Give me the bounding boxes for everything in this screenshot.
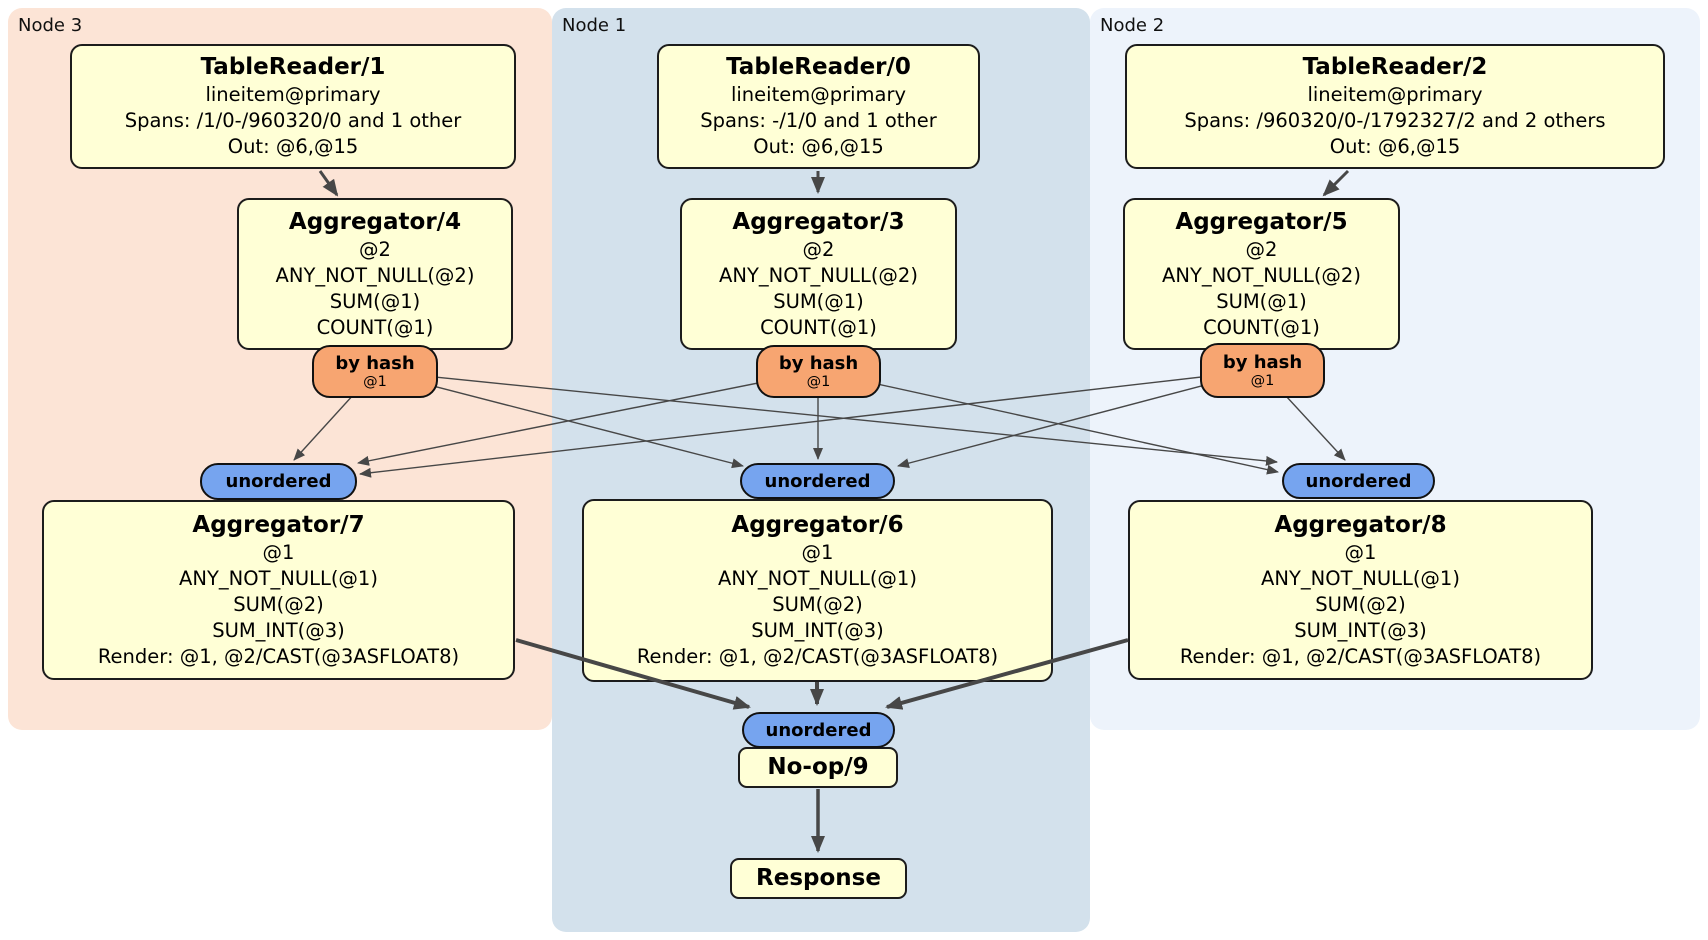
processor-tablereader-0: TableReader/0 lineitem@primary Spans: -/…	[657, 44, 980, 169]
processor-title: TableReader/2	[1302, 54, 1488, 80]
processor-detail: SUM_INT(@3)	[751, 619, 884, 642]
processor-detail: SUM(@1)	[1216, 289, 1307, 313]
processor-title: Response	[756, 865, 881, 891]
processor-detail: Spans: /1/0-/960320/0 and 1 other	[124, 109, 462, 132]
processor-tablereader-1: TableReader/1 lineitem@primary Spans: /1…	[70, 44, 516, 169]
processor-detail: ANY_NOT_NULL(@2)	[275, 263, 475, 287]
processor-title: Aggregator/4	[288, 208, 462, 235]
sync-unordered-label: unordered	[765, 719, 872, 741]
router-by-hash-label: by hash	[778, 352, 859, 374]
sync-unordered-6: unordered	[740, 463, 895, 499]
processor-title: Aggregator/6	[731, 512, 904, 538]
processor-detail: Spans: -/1/0 and 1 other	[700, 109, 937, 132]
processor-aggregator-3: Aggregator/3 @2 ANY_NOT_NULL(@2) SUM(@1)…	[680, 198, 957, 350]
processor-detail: @1	[262, 540, 295, 564]
processor-title: Aggregator/3	[732, 208, 905, 235]
processor-aggregator-7: Aggregator/7 @1 ANY_NOT_NULL(@1) SUM(@2)…	[42, 500, 515, 680]
processor-detail: ANY_NOT_NULL(@1)	[1261, 566, 1460, 590]
processor-detail: COUNT(@1)	[1203, 315, 1320, 339]
router-by-hash-3: by hash @1	[756, 345, 881, 398]
processor-aggregator-4: Aggregator/4 @2 ANY_NOT_NULL(@2) SUM(@1)…	[237, 198, 513, 350]
processor-detail: @1	[1344, 540, 1377, 564]
processor-aggregator-5: Aggregator/5 @2 ANY_NOT_NULL(@2) SUM(@1)…	[1123, 198, 1400, 350]
processor-detail: @2	[359, 237, 391, 261]
processor-detail: SUM(@2)	[1315, 592, 1406, 616]
processor-title: Aggregator/7	[192, 511, 365, 538]
router-by-hash-label: by hash	[1222, 351, 1303, 373]
node-group-label: Node 2	[1100, 15, 1165, 36]
processor-detail: Render: @1, @2/CAST(@3ASFLOAT8)	[97, 644, 460, 668]
router-by-hash-key: @1	[1250, 372, 1275, 389]
processor-detail: SUM(@2)	[233, 592, 324, 616]
processor-detail: ANY_NOT_NULL(@1)	[179, 566, 378, 590]
processor-detail: COUNT(@1)	[316, 315, 434, 339]
processor-title: No-op/9	[767, 754, 869, 780]
processor-detail: ANY_NOT_NULL(@1)	[718, 567, 917, 590]
processor-aggregator-6: Aggregator/6 @1 ANY_NOT_NULL(@1) SUM(@2)…	[582, 499, 1053, 682]
processor-detail: @2	[802, 237, 835, 261]
processor-title: TableReader/0	[726, 54, 911, 80]
processor-detail: Out: @6,@15	[1329, 135, 1461, 158]
processor-detail: lineitem@primary	[1307, 83, 1483, 106]
processor-detail: SUM_INT(@3)	[1294, 618, 1427, 642]
node-group-label: Node 1	[562, 15, 627, 36]
sync-unordered-label: unordered	[225, 471, 332, 492]
processor-title: Aggregator/8	[1274, 511, 1447, 538]
processor-aggregator-8: Aggregator/8 @1 ANY_NOT_NULL(@1) SUM(@2)…	[1128, 500, 1593, 680]
processor-tablereader-2: TableReader/2 lineitem@primary Spans: /9…	[1125, 44, 1665, 169]
processor-title: Aggregator/5	[1175, 208, 1348, 235]
sync-unordered-label: unordered	[1305, 470, 1412, 492]
processor-detail: Out: @6,@15	[753, 135, 884, 158]
processor-detail: Render: @1, @2/CAST(@3ASFLOAT8)	[636, 645, 999, 668]
sync-unordered-9: unordered	[742, 712, 895, 748]
processor-detail: SUM(@2)	[772, 593, 863, 616]
router-by-hash-4: by hash @1	[312, 345, 438, 398]
sync-unordered-7: unordered	[200, 463, 357, 500]
router-by-hash-key: @1	[806, 373, 831, 390]
processor-noop-9: No-op/9	[738, 747, 898, 788]
processor-detail: @1	[801, 541, 834, 564]
sync-unordered-label: unordered	[764, 470, 871, 492]
processor-detail: ANY_NOT_NULL(@2)	[719, 263, 918, 287]
node-group-label: Node 3	[18, 15, 83, 36]
router-by-hash-5: by hash @1	[1200, 343, 1325, 398]
router-by-hash-key: @1	[363, 373, 387, 390]
processor-detail: COUNT(@1)	[760, 315, 877, 339]
processor-detail: SUM(@1)	[329, 289, 421, 313]
processor-detail: SUM_INT(@3)	[212, 618, 345, 642]
processor-title: TableReader/1	[200, 54, 386, 80]
processor-detail: Out: @6,@15	[227, 135, 359, 158]
processor-detail: @2	[1245, 237, 1278, 261]
processor-detail: SUM(@1)	[773, 289, 864, 313]
sync-unordered-8: unordered	[1282, 463, 1435, 499]
processor-detail: ANY_NOT_NULL(@2)	[1162, 263, 1361, 287]
router-by-hash-label: by hash	[335, 352, 415, 374]
processor-detail: lineitem@primary	[730, 83, 907, 106]
processor-detail: Spans: /960320/0-/1792327/2 and 2 others	[1184, 109, 1606, 132]
processor-detail: lineitem@primary	[205, 83, 381, 106]
processor-detail: Render: @1, @2/CAST(@3ASFLOAT8)	[1179, 644, 1542, 668]
processor-response: Response	[730, 858, 907, 899]
